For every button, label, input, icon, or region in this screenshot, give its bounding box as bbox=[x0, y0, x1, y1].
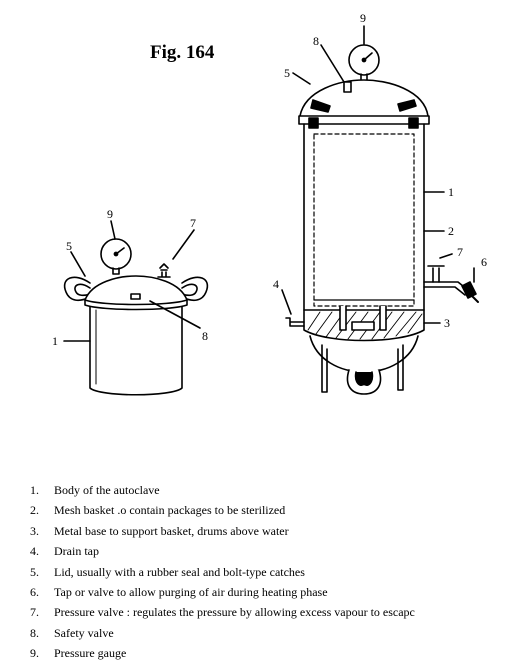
legend-item: 7. Pressure valve : regulates the pressur… bbox=[30, 602, 525, 622]
large-leg-right bbox=[397, 344, 404, 391]
lid-catch-front-right bbox=[408, 117, 419, 129]
legend-number: 8. bbox=[30, 625, 39, 640]
small-label-8: 8 bbox=[202, 329, 208, 343]
legend-item: 3. Metal base to support basket, drums ab… bbox=[30, 521, 525, 541]
large-label-3: 3 bbox=[444, 316, 450, 330]
large-lid bbox=[299, 79, 429, 117]
legend-item: 9. Pressure gauge bbox=[30, 643, 525, 663]
lid-catch-right bbox=[397, 99, 417, 112]
legend-text: Drain tap bbox=[54, 544, 99, 559]
legend-number: 3. bbox=[30, 523, 39, 538]
large-label-8: 8 bbox=[313, 34, 319, 48]
legend-item: 4. Drain tap bbox=[30, 541, 525, 561]
legend-number: 7. bbox=[30, 605, 39, 620]
large-label-5: 5 bbox=[284, 66, 290, 80]
small-safety-valve-icon bbox=[130, 293, 141, 300]
small-label-1: 1 bbox=[52, 334, 58, 348]
legend-item: 5. Lid, usually with a rubber seal and bo… bbox=[30, 562, 525, 582]
large-label-9: 9 bbox=[360, 11, 366, 25]
large-label-1: 1 bbox=[448, 185, 454, 199]
legend-text: Metal base to support basket, drums abov… bbox=[54, 523, 289, 538]
legend-text: Pressure valve : regulates the pressure … bbox=[54, 605, 415, 620]
large-label-4: 4 bbox=[273, 277, 279, 291]
legend-item: 8. Safety valve bbox=[30, 623, 525, 643]
small-body bbox=[89, 306, 183, 396]
lid-catch-left bbox=[310, 99, 331, 113]
legend-item: 6. Tap or valve to allow purging of air d… bbox=[30, 582, 525, 602]
legend-text: Safety valve bbox=[54, 625, 114, 640]
legend-list: 1. Body of the autoclave 2. Mesh basket .o… bbox=[30, 480, 525, 664]
figure-area: Fig. 164 bbox=[52, 11, 487, 396]
legend-text: Pressure gauge bbox=[54, 646, 127, 661]
figure-title: Fig. 164 bbox=[150, 42, 215, 63]
small-lid bbox=[84, 275, 188, 306]
small-left-handle bbox=[63, 276, 91, 302]
large-pressure-valve-icon bbox=[427, 265, 445, 283]
legend-number: 5. bbox=[30, 564, 39, 579]
legend-number: 4. bbox=[30, 544, 39, 559]
drain-tap-icon bbox=[285, 317, 305, 327]
legend-item: 2. Mesh basket .o contain packages to be … bbox=[30, 500, 525, 520]
legend-number: 6. bbox=[30, 584, 39, 599]
large-leg-left bbox=[321, 344, 328, 393]
large-label-6: 6 bbox=[481, 255, 487, 269]
legend-number: 9. bbox=[30, 646, 39, 661]
legend-item: 1. Body of the autoclave bbox=[30, 480, 525, 500]
legend-text: Mesh basket .o contain packages to be st… bbox=[54, 503, 286, 518]
autoclave-diagram bbox=[63, 25, 479, 396]
legend-text: Tap or valve to allow purging of air dur… bbox=[54, 584, 328, 599]
small-label-9: 9 bbox=[107, 207, 113, 221]
legend-text: Body of the autoclave bbox=[54, 483, 160, 497]
large-label-2: 2 bbox=[448, 224, 454, 238]
large-autoclave bbox=[281, 25, 479, 395]
small-right-handle bbox=[181, 276, 209, 302]
small-label-5: 5 bbox=[66, 239, 72, 253]
legend-number: 2. bbox=[30, 503, 39, 518]
large-body bbox=[303, 123, 425, 311]
lid-catch-front-left bbox=[308, 117, 319, 129]
large-safety-valve-icon bbox=[343, 81, 352, 93]
small-label-7: 7 bbox=[190, 216, 196, 230]
purge-pipe bbox=[423, 281, 469, 296]
small-pressure-valve-icon bbox=[157, 263, 171, 278]
large-label-7: 7 bbox=[457, 245, 463, 259]
legend-number: 1. bbox=[30, 483, 39, 497]
mesh-basket bbox=[313, 133, 415, 307]
purge-valve-icon bbox=[461, 281, 477, 299]
legend-text: Lid, usually with a rubber seal and bolt… bbox=[54, 564, 305, 579]
small-autoclave bbox=[63, 220, 209, 396]
